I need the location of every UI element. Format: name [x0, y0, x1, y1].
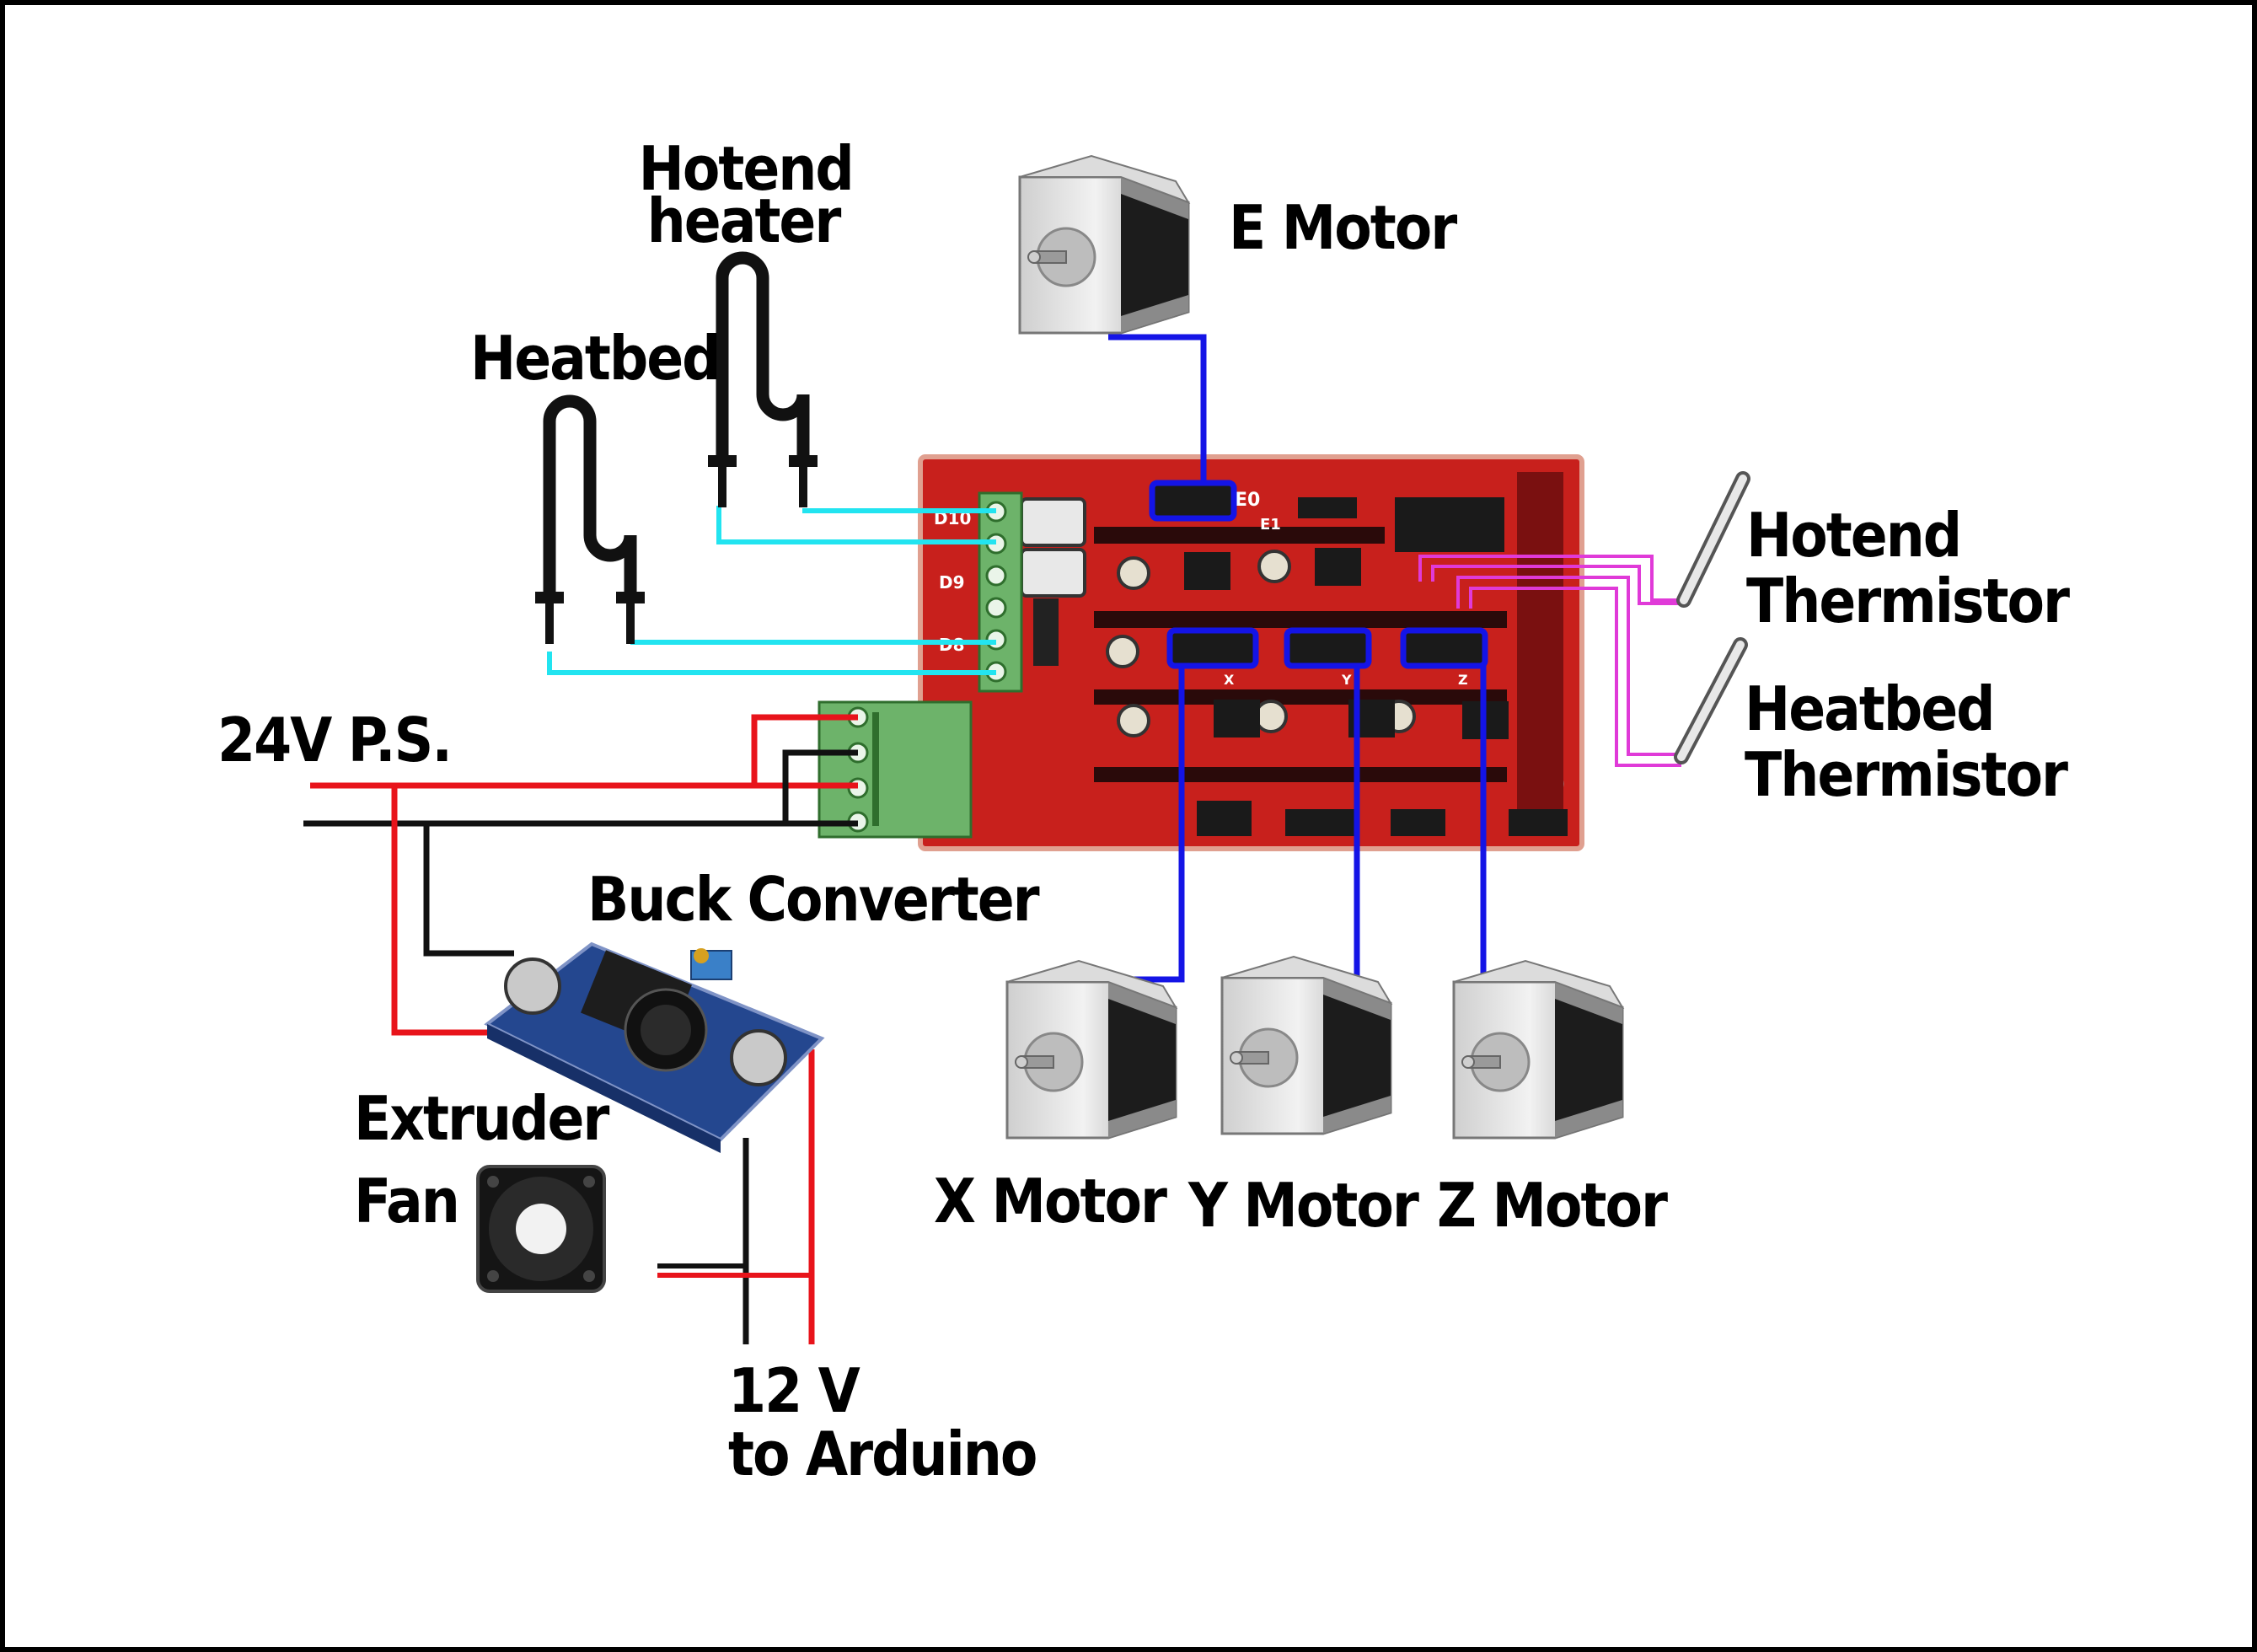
y-motor-header [1284, 627, 1372, 669]
label-12v-to-arduino: 12 V to Arduino [728, 1355, 1036, 1489]
e-motor-header [1149, 480, 1237, 522]
wires [303, 334, 1684, 1344]
hotend-thermistor-wire-b [1431, 565, 1684, 605]
label-extruder-fan-line1: Extruder [354, 1083, 609, 1154]
heater-terminal-block [978, 491, 1023, 693]
label-hotend-heater-line2: heater [647, 185, 842, 256]
label-buck-converter: Buck Converter [587, 864, 1040, 935]
heatbed-wire-b [547, 652, 996, 675]
z-motor [1452, 959, 1624, 1140]
label-heatbed: Heatbed [470, 323, 720, 394]
hotend-heater-wire-b [716, 506, 996, 544]
hotend-thermistor-wire-a [1418, 555, 1684, 602]
x-motor [1005, 959, 1177, 1140]
extruder-fan [476, 1165, 606, 1293]
board-header-e1: E1 [1260, 516, 1281, 534]
power-terminal-block [818, 700, 973, 839]
label-hotend-heater-line1: Hotend [639, 133, 853, 204]
ps-positive-wire [310, 714, 858, 789]
board-header-z: Z [1458, 672, 1468, 688]
label-hotend-heater: Hotend heater [639, 133, 871, 256]
label-12v-line1: 12 V [728, 1355, 860, 1426]
label-24v-ps: 24V P.S. [217, 705, 451, 775]
heatbed-heater-element [535, 394, 645, 644]
buck-converter-module [484, 941, 825, 1153]
buck-ground-in-wire [423, 823, 514, 957]
label-x-motor: X Motor [934, 1166, 1167, 1236]
label-heatbed-thermistor-line1: Heatbed [1745, 673, 1994, 744]
heatbed-thermistor-probe [1674, 637, 1748, 764]
x-motor-header [1166, 627, 1259, 669]
label-e-motor: E Motor [1229, 192, 1457, 263]
label-hotend-thermistor-line2: Thermistor [1746, 566, 2070, 636]
y-motor [1220, 955, 1392, 1135]
heatbed-thermistor-wire-a [1456, 576, 1681, 756]
terminal-screw-4 [985, 597, 1007, 619]
board-header-e0: E0 [1235, 490, 1260, 511]
label-heatbed-thermistor: Heatbed Thermistor [1745, 673, 2068, 810]
hotend-heater-element [708, 251, 818, 507]
board-header-x: X [1224, 672, 1235, 688]
hotend-thermistor-probe [1676, 471, 1750, 608]
z-motor-header [1400, 627, 1488, 669]
label-extruder-fan: Extruder Fan [354, 1083, 625, 1236]
label-hotend-thermistor: Hotend Thermistor [1746, 500, 2070, 636]
label-z-motor: Z Motor [1437, 1170, 1668, 1241]
label-heatbed-thermistor-line2: Thermistor [1745, 739, 2068, 810]
label-hotend-thermistor-line1: Hotend [1746, 500, 1960, 571]
ramps-board: D10 D9 D8 E0 E1 X Y Z [818, 454, 1584, 851]
heatbed-thermistor-wire-b [1469, 587, 1681, 767]
board-pin-d9: D9 [939, 572, 965, 593]
buck-positive-in-wire [391, 786, 497, 1036]
label-12v-line2: to Arduino [728, 1419, 1036, 1489]
label-y-motor: Y Motor [1187, 1170, 1419, 1241]
x-motor-wire [1129, 666, 1185, 983]
label-extruder-fan-line2: Fan [354, 1166, 458, 1236]
e-motor [1018, 154, 1190, 335]
terminal-screw-3 [985, 565, 1007, 587]
e-motor-wire [1108, 334, 1207, 483]
board-header-y: Y [1341, 672, 1352, 688]
ps-ground-jumper [782, 749, 858, 823]
